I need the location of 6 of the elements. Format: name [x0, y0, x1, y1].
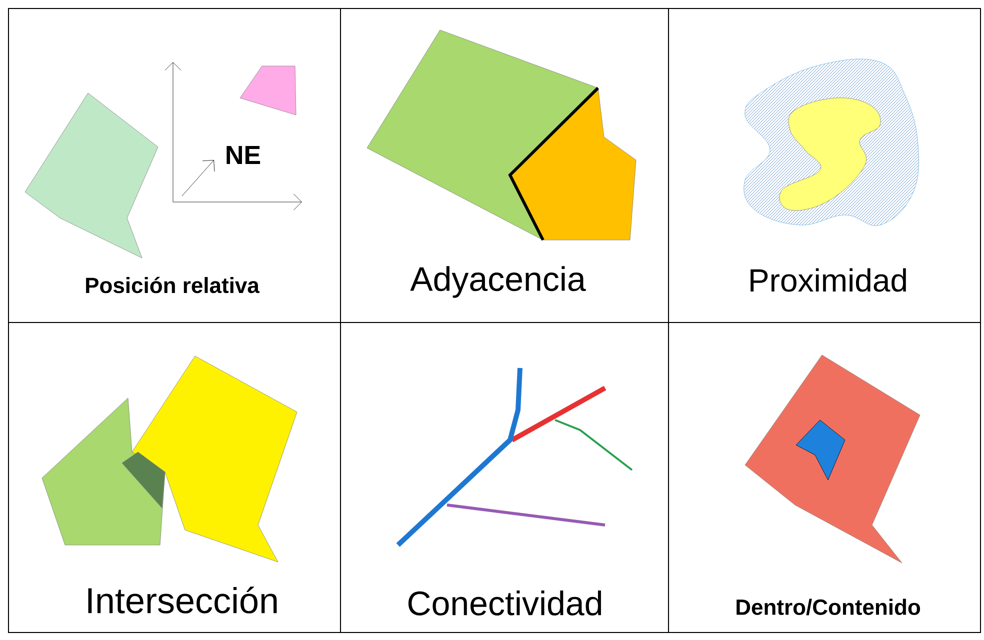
panel-cell: Conectividad: [340, 322, 669, 633]
direction-label: NE: [226, 146, 260, 164]
panel-cell: Intersección: [8, 322, 341, 633]
panel-cell: Proximidad: [668, 8, 981, 323]
panel-cell: Dentro/Contenido: [668, 322, 981, 633]
panel-cell: Adyacencia: [340, 8, 669, 323]
